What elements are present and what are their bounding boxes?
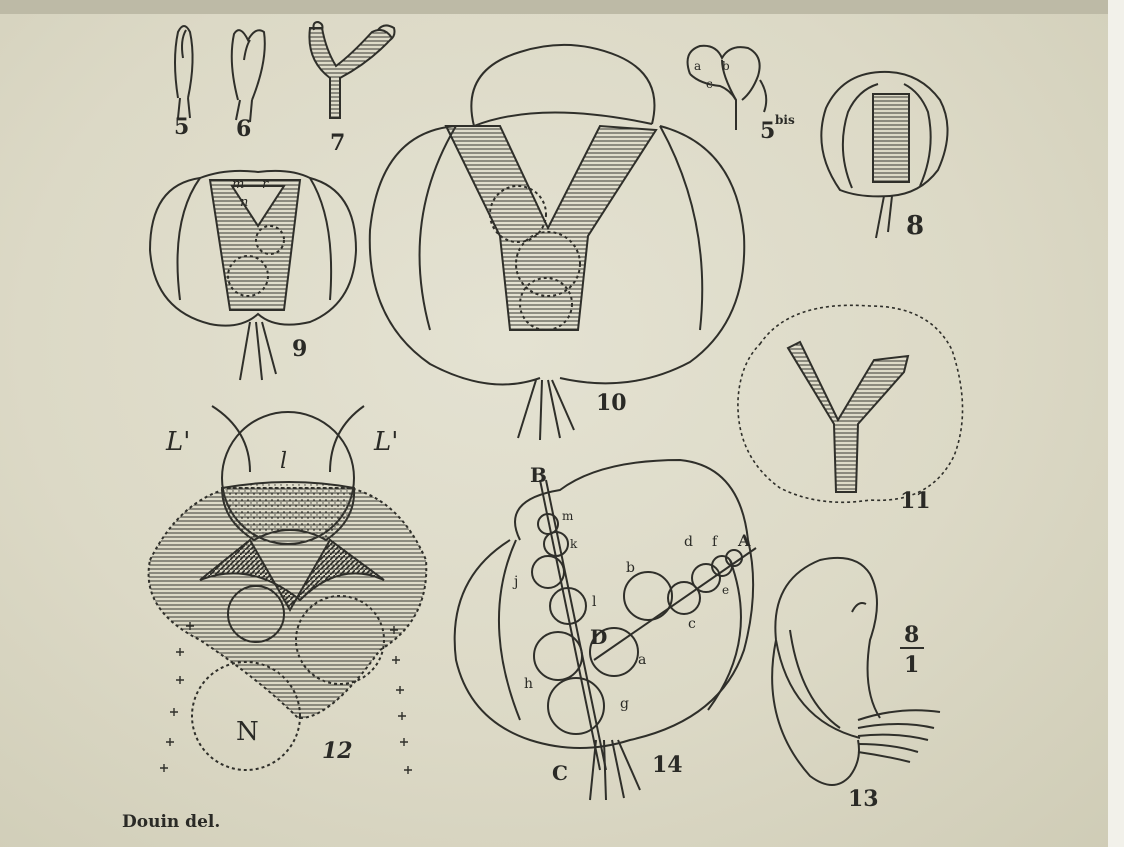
fig14-label-c: c [688,616,696,632]
fig12-label-L-right: L' [373,427,398,457]
fig5bis-number: 5 [760,118,775,144]
fig14-label-h: h [524,676,533,692]
fig14-label-m: m [562,509,574,523]
figure-8 [821,72,947,238]
fig14-label-j: j [512,574,518,590]
figure-9 [150,171,356,380]
figure-11 [738,305,963,502]
fig9-label-n: n [240,195,248,210]
figure-10 [370,45,744,440]
fig8-number: 8 [906,211,924,241]
fig13-number: 13 [848,786,879,812]
fig11-number: 11 [900,488,931,514]
fig5bis-superscript: bis [775,113,795,127]
fig14-label-B: B [530,463,547,487]
plate-credit: Douin del. [122,812,220,832]
fig14-label-e: e [722,583,729,597]
fig12-label-L-left: L' [165,427,190,457]
fig9-label-r: r [262,177,269,192]
fig5bis-label-b: b [722,59,730,73]
fig14-label-D: D [590,625,607,649]
fig14-label-l: l [592,594,597,610]
figure-5 [175,26,193,118]
fig12-label-l: l [280,449,287,474]
figure-6 [232,30,265,122]
fig14-label-k: k [570,537,578,551]
fig12-number: 12 [322,738,353,764]
scale-denominator: 1 [904,652,919,678]
fig14-label-A: A [737,531,751,550]
fig9-number: 9 [292,336,307,362]
figure-12 [149,406,427,770]
fig14-label-d: d [684,534,693,550]
fig12-label-N: N [236,717,259,747]
fig14-label-g: g [620,696,629,712]
fig9-label-m: m [232,177,244,192]
fig14-label-f: f [712,534,719,550]
fig7-number: 7 [330,130,345,156]
fig14-label-C: C [552,761,568,785]
fig5-number: 5 [174,114,189,140]
figure-7 [309,22,394,118]
fig14-number: 14 [652,752,683,778]
fig5bis-label-a: a [694,59,701,73]
fig14-label-b: b [626,560,635,576]
fig6-number: 6 [236,116,251,142]
fig5bis-label-c: c [706,77,713,91]
scale-numerator: 8 [904,622,919,648]
fig14-label-a: a [638,652,646,668]
fig10-number: 10 [596,390,627,416]
